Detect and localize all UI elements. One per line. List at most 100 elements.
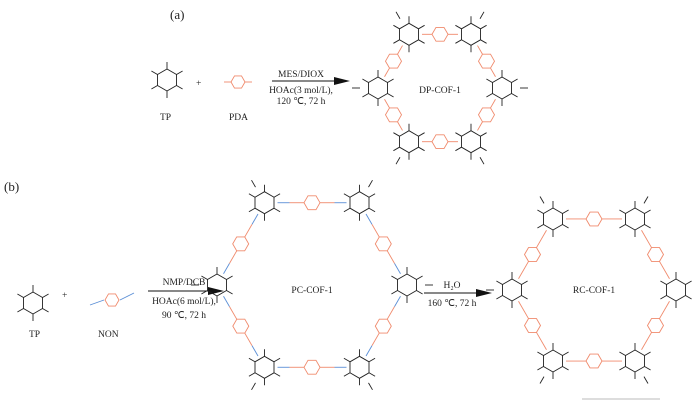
rc-cof-structure-amine-stub <box>539 376 545 384</box>
dp-cof-structure-linker-bond <box>490 99 496 109</box>
rc-cof-structure-phenyl-linker <box>523 318 542 333</box>
pc-cof-structure-triformyl-node-substituent <box>226 275 233 280</box>
reaction-arrow-c-head <box>476 289 492 297</box>
tp-molecule-b-substituent <box>42 308 49 313</box>
dp-cof-structure-amine-stub <box>479 157 485 165</box>
pc-cof-structure-triformyl-node-substituent <box>391 275 398 280</box>
pc-cof-structure-triformyl-node-substituent <box>248 193 256 198</box>
dp-cof-structure-triformyl-node-substituent <box>511 93 518 98</box>
dp-cof-structure-triformyl-node-substituent <box>393 39 400 44</box>
dp-cof-structure-phenyl-linker <box>384 53 403 69</box>
dp-cof-structure-triformyl-node <box>399 22 419 46</box>
dp-cof-label: DP-COF-1 <box>419 86 461 96</box>
pc-cof-structure-amine-stub <box>251 382 256 391</box>
tp-label-b: TP <box>29 330 40 340</box>
pc-cof-structure-urea-bond <box>223 263 230 274</box>
non-urea-left <box>89 299 105 306</box>
pc-cof-structure-urea-bond <box>394 263 401 274</box>
dp-cof-structure-phenyl-linker <box>477 53 496 69</box>
rc-cof-structure-triformyl-node-substituent <box>521 295 528 300</box>
plus-sign-a: + <box>196 79 201 89</box>
rc-cof-structure-triformyl-node <box>543 349 563 373</box>
pc-cof-structure-linker-bond <box>229 250 238 264</box>
condition-temp-c: 160 ℃, 72 h <box>428 299 477 309</box>
pc-cof-structure-triformyl-node-substituent <box>368 207 376 213</box>
reaction-arrow-a-head <box>334 77 350 85</box>
pc-cof-structure-triformyl-node-substituent <box>248 372 256 377</box>
pc-cof-structure-amine-stub <box>368 179 373 188</box>
dp-cof-structure-triformyl-node-substituent <box>418 39 425 44</box>
dp-cof-structure-linker-bond <box>384 99 390 109</box>
rc-cof-structure-triformyl-node <box>666 278 686 302</box>
rc-cof-structure-triformyl-node-substituent <box>644 351 651 356</box>
rc-cof-structure-triformyl-node-substituent <box>537 366 544 371</box>
dp-cof-structure-triformyl-node-substituent <box>480 39 487 44</box>
rc-cof-structure-triformyl-node-substituent <box>562 224 569 229</box>
rc-cof-structure-triformyl-node <box>502 278 522 302</box>
dp-cof-structure-triformyl-node-substituent <box>393 132 400 137</box>
tp-molecule-a-substituent <box>151 70 158 75</box>
rc-cof-structure-phenyl-linker <box>585 211 603 227</box>
rc-cof-structure-triformyl-node-substituent <box>644 366 651 371</box>
dp-cof-structure-triformyl-node <box>461 22 481 46</box>
pc-cof-structure-triformyl-node-substituent <box>273 207 281 213</box>
dp-cof-structure-phenyl-linker <box>477 107 496 123</box>
condition-temp-a: 120 ℃, 72 h <box>277 97 326 107</box>
rc-cof-structure-triformyl-node-substituent <box>644 209 651 214</box>
rc-cof-structure-amine-stub <box>643 196 649 204</box>
dp-cof-structure-triformyl-node-substituent <box>387 78 394 83</box>
pc-cof-structure-linker-bond <box>229 306 238 320</box>
rc-cof-structure-triformyl-node-substituent <box>619 366 626 371</box>
pc-cof-structure-linker-bond <box>386 250 395 264</box>
pc-cof-structure-phenyl-linker <box>232 236 250 252</box>
pda-molecule <box>230 75 246 89</box>
dp-cof-structure-amine-stub <box>479 11 485 19</box>
pc-cof-structure-triformyl-node <box>397 273 417 297</box>
dp-cof-structure-triformyl-node-substituent <box>418 132 425 137</box>
pc-cof-structure-triformyl-node-substituent <box>391 290 398 295</box>
dp-cof-structure-triformyl-node-substituent <box>486 93 493 98</box>
dp-cof-structure-amine-stub <box>395 157 401 165</box>
rc-cof-structure-triformyl-node-substituent <box>496 295 503 300</box>
pc-cof-structure-triformyl-node <box>349 355 370 379</box>
pc-cof-structure-linker-bond <box>244 224 253 238</box>
rc-cof-label: RC-COF-1 <box>573 286 615 296</box>
dp-cof-structure-triformyl-node-substituent <box>362 93 369 98</box>
dp-cof-structure-phenyl-linker <box>431 134 449 150</box>
condition-temp-b: 90 ℃, 72 h <box>162 311 206 321</box>
dp-cof-structure-triformyl-node-substituent <box>511 78 518 83</box>
pda-label: PDA <box>229 113 248 123</box>
pc-cof-structure-triformyl-node-substituent <box>201 275 208 280</box>
rc-cof-structure-triformyl-node-substituent <box>496 280 503 285</box>
dp-cof-structure-linker-bond <box>490 67 496 77</box>
tp-molecule-a <box>157 68 177 92</box>
pc-cof-structure-amine-stub <box>368 382 373 391</box>
pc-cof-structure-triformyl-node-substituent <box>368 193 376 198</box>
tp-molecule-a-substituent <box>176 85 183 90</box>
condition-water: H₂O <box>443 281 460 291</box>
pc-cof-structure-triformyl-node-substituent <box>273 357 281 363</box>
dp-cof-structure-triformyl-node-substituent <box>455 132 462 137</box>
rc-cof-structure-triformyl-node-substituent <box>521 280 528 285</box>
pc-cof-structure-triformyl-node-substituent <box>248 207 256 213</box>
dp-cof-structure-triformyl-node-substituent <box>393 146 400 152</box>
pc-cof-structure-triformyl-node-substituent <box>273 372 281 377</box>
pc-cof-structure-triformyl-node-substituent <box>368 357 376 363</box>
pc-cof-structure-urea-bond <box>365 345 373 357</box>
plus-sign-b: + <box>62 291 67 301</box>
non-urea-right <box>119 292 135 301</box>
dp-cof-structure-triformyl-node-substituent <box>486 78 493 83</box>
dp-cof-structure-triformyl-node-substituent <box>480 24 487 30</box>
pc-cof-structure-triformyl-node-substituent <box>343 193 351 198</box>
pc-cof-structure-phenyl-linker <box>303 195 321 211</box>
pc-cof-structure-triformyl-node-substituent <box>273 193 281 198</box>
rc-cof-structure-triformyl-node-substituent <box>619 351 626 356</box>
dp-cof-structure-linker-bond <box>477 45 483 55</box>
pc-cof-structure-triformyl-node-substituent <box>343 357 351 363</box>
non-label: NON <box>98 330 119 340</box>
condition-acid-b: HOAc(6 mol/L), <box>152 296 216 307</box>
dp-cof-structure-amine-stub <box>395 11 401 19</box>
dp-cof-structure-triformyl-node-substituent <box>455 39 462 44</box>
